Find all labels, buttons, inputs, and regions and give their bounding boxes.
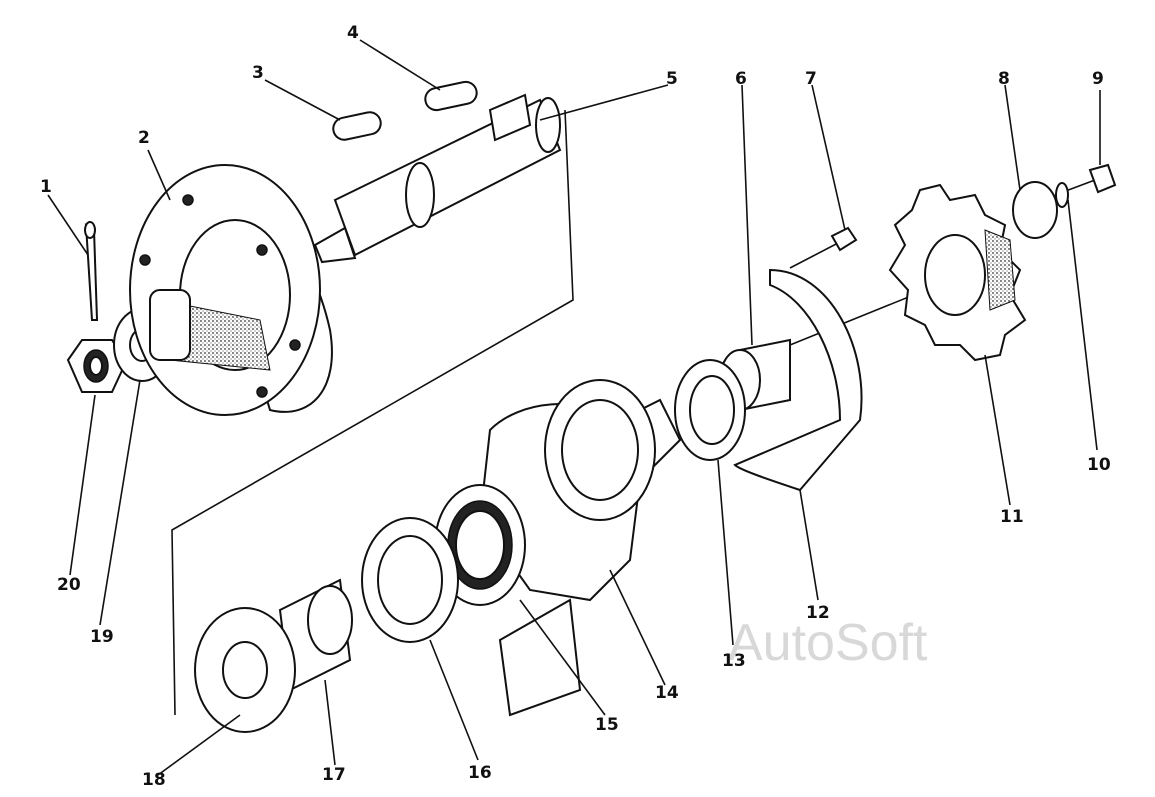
end-cap <box>194 607 296 733</box>
collar <box>278 578 353 692</box>
callout-8: 8 <box>998 69 1010 89</box>
watermark-text: AutoSoft <box>728 614 928 672</box>
key-short <box>332 111 382 141</box>
callout-6: 6 <box>735 69 747 89</box>
callout-17: 17 <box>322 765 346 785</box>
callout-19: 19 <box>90 627 114 647</box>
callout-16: 16 <box>468 763 492 783</box>
bearing-housing <box>478 379 682 717</box>
castle-nut <box>66 339 128 393</box>
callout-10: 10 <box>1087 455 1111 475</box>
sprocket-hub <box>1012 181 1058 239</box>
callout-15: 15 <box>595 715 619 735</box>
callout-4: 4 <box>347 23 359 43</box>
bolt <box>789 226 858 269</box>
callout-13: 13 <box>722 651 746 671</box>
callout-11: 11 <box>1000 507 1024 527</box>
callout-5: 5 <box>666 69 678 89</box>
seal-ring <box>674 359 746 461</box>
callout-14: 14 <box>655 683 679 703</box>
callout-9: 9 <box>1092 69 1104 89</box>
callout-3: 3 <box>252 63 264 83</box>
flange-hub <box>129 164 333 416</box>
split-pin <box>84 221 99 321</box>
callout-1: 1 <box>40 177 52 197</box>
small-bolt <box>1054 163 1117 208</box>
callout-7: 7 <box>805 69 817 89</box>
callout-20: 20 <box>57 575 81 595</box>
spacer-ring <box>361 517 459 643</box>
shaft <box>313 93 562 264</box>
callout-12: 12 <box>806 603 830 623</box>
callout-2: 2 <box>138 128 150 148</box>
callout-labels: 1 2 3 4 5 6 7 8 9 10 11 12 13 14 15 16 1… <box>40 23 1111 790</box>
leader-lines <box>47 39 1101 776</box>
sprocket <box>888 183 1027 362</box>
cover-plate <box>733 268 863 492</box>
callout-18: 18 <box>142 770 166 790</box>
